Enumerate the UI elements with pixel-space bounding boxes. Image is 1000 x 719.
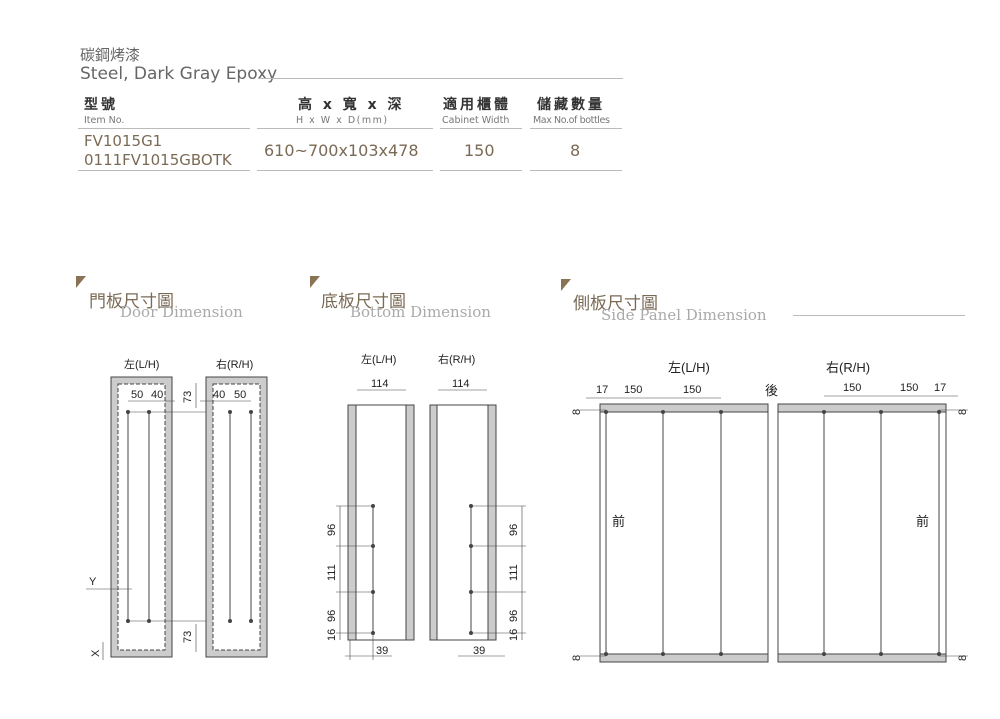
- dim-label: 8: [957, 655, 969, 661]
- dim-label: 8: [957, 409, 969, 415]
- dim-label: 16: [326, 629, 338, 641]
- front-label: 前: [612, 514, 625, 529]
- dim-label: 17: [934, 382, 946, 394]
- side-right-panel: [777, 395, 968, 663]
- door-right-panel: [200, 376, 268, 658]
- bottom-right-panel: [429, 389, 526, 657]
- dim-label: 114: [452, 378, 470, 390]
- dim-label: 8: [571, 655, 583, 661]
- dim-label: 150: [900, 382, 918, 394]
- dim-label: 39: [473, 645, 485, 657]
- dim-label: 40: [213, 389, 225, 401]
- dim-label: 17: [596, 384, 608, 396]
- dim-label: 40: [151, 389, 163, 401]
- dim-label: 96: [326, 524, 338, 536]
- dim-label: 50: [131, 389, 143, 401]
- header-width-cn: 適用櫃體: [443, 97, 511, 113]
- dim-label: 111: [508, 564, 520, 581]
- bottles-value: 8: [570, 141, 581, 160]
- bottom-left-label: 左(L/H): [361, 353, 396, 366]
- dim-label: 50: [234, 389, 246, 401]
- bottom-right-label: 右(R/H): [438, 352, 475, 366]
- size-value: 610~700x103x478: [264, 141, 419, 160]
- item-no-1: FV1015G1: [84, 132, 163, 150]
- header-width-en: Cabinet Width: [442, 115, 510, 126]
- back-label: 後: [765, 383, 778, 398]
- header-size-en: H x W x D(mm): [296, 115, 389, 126]
- material-en: Steel, Dark Gray Epoxy: [80, 64, 278, 84]
- section-marker-icon: [561, 279, 571, 291]
- dim-label: 111: [326, 564, 338, 581]
- header-size-cn: 高 x 寬 x 深: [298, 97, 405, 113]
- dim-label: 114: [371, 378, 389, 390]
- front-label: 前: [916, 514, 929, 529]
- dim-label: 96: [508, 610, 520, 622]
- dim-label: 73: [182, 631, 194, 643]
- side-left-panel: [580, 397, 769, 663]
- header-bottles-en: Max No.of bottles: [533, 115, 610, 126]
- dim-label: 96: [326, 610, 338, 622]
- header-item-en: Item No.: [84, 115, 125, 126]
- dim-label: 39: [376, 645, 388, 657]
- dim-label: 96: [508, 524, 520, 536]
- door-title-en: Door Dimension: [120, 303, 243, 321]
- section-marker-icon: [76, 276, 86, 288]
- width-value: 150: [464, 141, 495, 160]
- door-left-label: 左(L/H): [124, 358, 159, 371]
- dim-label: 73: [182, 391, 194, 403]
- bottom-title-cn: 底板尺寸圖: [321, 292, 406, 312]
- side-title-cn: 側板尺寸圖: [573, 294, 658, 314]
- section-marker-icon: [310, 276, 320, 288]
- bottom-left-panel: [336, 389, 415, 660]
- dim-label: 150: [843, 382, 861, 394]
- dim-label-y: Y: [89, 576, 97, 588]
- door-right-label: 右(R/H): [216, 357, 253, 371]
- header-bottles-cn: 儲藏數量: [537, 97, 605, 113]
- side-right-label: 右(R/H): [826, 360, 870, 375]
- side-title-en: Side Panel Dimension: [601, 306, 767, 324]
- dim-label: 150: [624, 384, 642, 396]
- dim-label-x: X: [90, 649, 102, 657]
- header-item-cn: 型號: [84, 97, 118, 113]
- dim-label: 8: [571, 409, 583, 415]
- dim-label: 16: [508, 629, 520, 641]
- item-no-2: 0111FV1015GBOTK: [84, 151, 232, 169]
- door-title-cn: 門板尺寸圖: [89, 292, 174, 312]
- bottom-title-en: Bottom Dimension: [350, 303, 491, 321]
- side-left-label: 左(L/H): [668, 360, 710, 375]
- door-left-panel: [86, 376, 250, 660]
- material-cn: 碳鋼烤漆: [80, 46, 141, 64]
- dim-label: 150: [683, 384, 701, 396]
